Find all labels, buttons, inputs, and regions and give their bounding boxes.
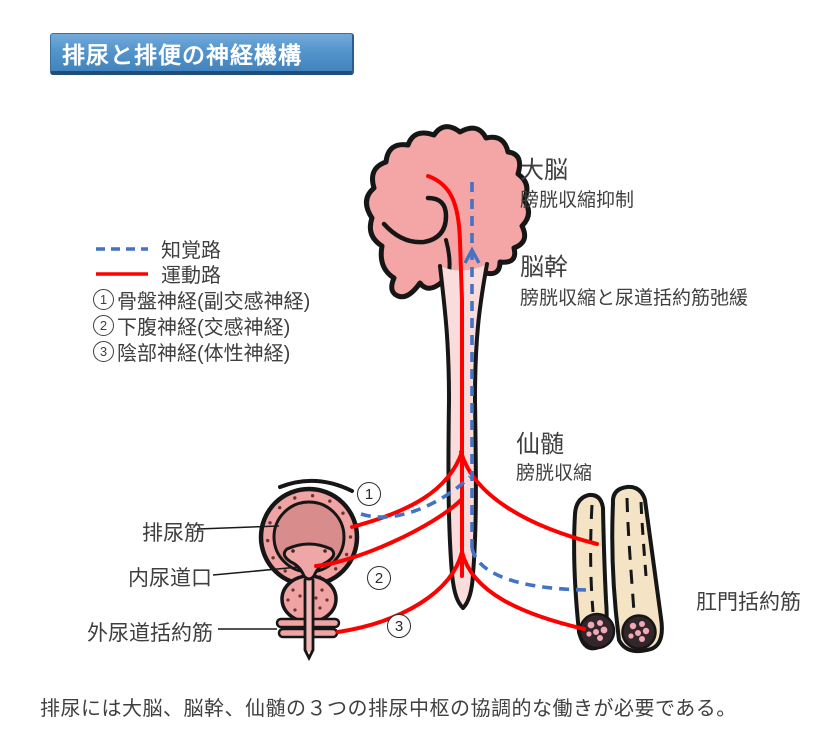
brain-illustration [364, 124, 531, 300]
motor-hypogastric-nerve [314, 498, 463, 568]
anal-wall-dashed-left [589, 504, 595, 613]
nerve-3-label: 陰部神経(体性神経) [117, 342, 291, 365]
anal-wall-right [610, 484, 664, 654]
cerebrum-description: 膀胱収縮抑制 [520, 190, 635, 211]
nerve-1-label: 骨盤神経(副交感神経) [117, 290, 311, 313]
motor-pudendal-to-urethral-sphincter [336, 550, 464, 634]
sensory-label: 知覚路 [161, 240, 221, 262]
anal-sphincter-label: 肛門括約筋 [696, 591, 801, 614]
anal-sphincter-illustration [572, 484, 664, 654]
anal-wall-left [572, 492, 609, 651]
legend-motor-row: 運動路 [93, 261, 310, 287]
bulb-dots [286, 588, 329, 612]
brainstem-label: 脳幹 [520, 254, 568, 281]
nerve-item-2: 2 下腹神経(交感神経) [93, 312, 310, 339]
sacral-cord-description: 膀胱収縮 [516, 463, 593, 484]
trigone [282, 542, 336, 581]
anal-wall-dashed-right-1 [625, 497, 636, 613]
summary-sentence: 排尿には大脳、脳幹、仙髄の３つの排尿中枢の協調的な働きが必要である。 [40, 698, 737, 720]
motor-pudendal-to-anal-sphincter [460, 550, 586, 631]
brain-fold-line [381, 195, 449, 245]
motor-descending-line [426, 174, 464, 578]
nerve-1-number: 1 [93, 288, 114, 310]
sensory-line-sample [96, 246, 148, 251]
anal-wall-dashed-right-2 [639, 501, 648, 577]
nerve-3-number: 3 [93, 340, 114, 362]
label-connectors [197, 525, 300, 630]
urethra-outline [303, 578, 315, 662]
pathway-marker-2: 2 [367, 566, 391, 590]
internal-urethral-orifice-label: 内尿道口 [128, 567, 212, 590]
pathway-marker-1: 1 [357, 482, 381, 506]
motor-pelvic-nerve-to-bladder [350, 450, 464, 529]
page-title: 排尿と排便の神経機構 [62, 41, 302, 68]
orifice-connector [212, 566, 300, 576]
bladder-top-arc [278, 478, 354, 493]
external-urethral-sphincter-label: 外尿道括約筋 [87, 622, 213, 645]
nerve-item-3: 3 陰部神経(体性神経) [93, 338, 310, 365]
legend: 知覚路 運動路 1 骨盤神経(副交感神経) 2 下腹神経(交感神経) 3 陰部神… [93, 236, 311, 365]
nerve-2-label: 下腹神経(交感神経) [117, 316, 291, 339]
sensory-from-bladder [360, 475, 472, 519]
nerve-item-1: 1 骨盤神経(副交感神経) [93, 286, 311, 313]
urethra-fill [305, 580, 313, 652]
sacral-cord-label: 仙髄 [516, 431, 564, 458]
bladder-illustration [258, 478, 360, 662]
title-banner: 排尿と排便の神経機構 [50, 33, 354, 75]
brainstem-description: 膀胱収縮と尿道括約筋弛緩 [520, 288, 749, 309]
pathway-marker-3: 3 [387, 614, 411, 638]
detrusor-connector [197, 525, 280, 530]
motor-line-sample [96, 271, 148, 276]
motor-to-anal-wall [459, 450, 599, 546]
motor-pathways [314, 174, 599, 634]
sensory-from-anus [470, 547, 594, 592]
legend-sensory-row: 知覚路 [93, 236, 310, 262]
sensory-pathways [360, 182, 594, 592]
motor-label: 運動路 [161, 265, 221, 287]
cerebrum-label: 大脳 [520, 157, 568, 184]
detrusor-label: 排尿筋 [142, 522, 205, 545]
nerve-2-number: 2 [93, 314, 114, 336]
sensory-arrowhead-up [463, 246, 481, 264]
